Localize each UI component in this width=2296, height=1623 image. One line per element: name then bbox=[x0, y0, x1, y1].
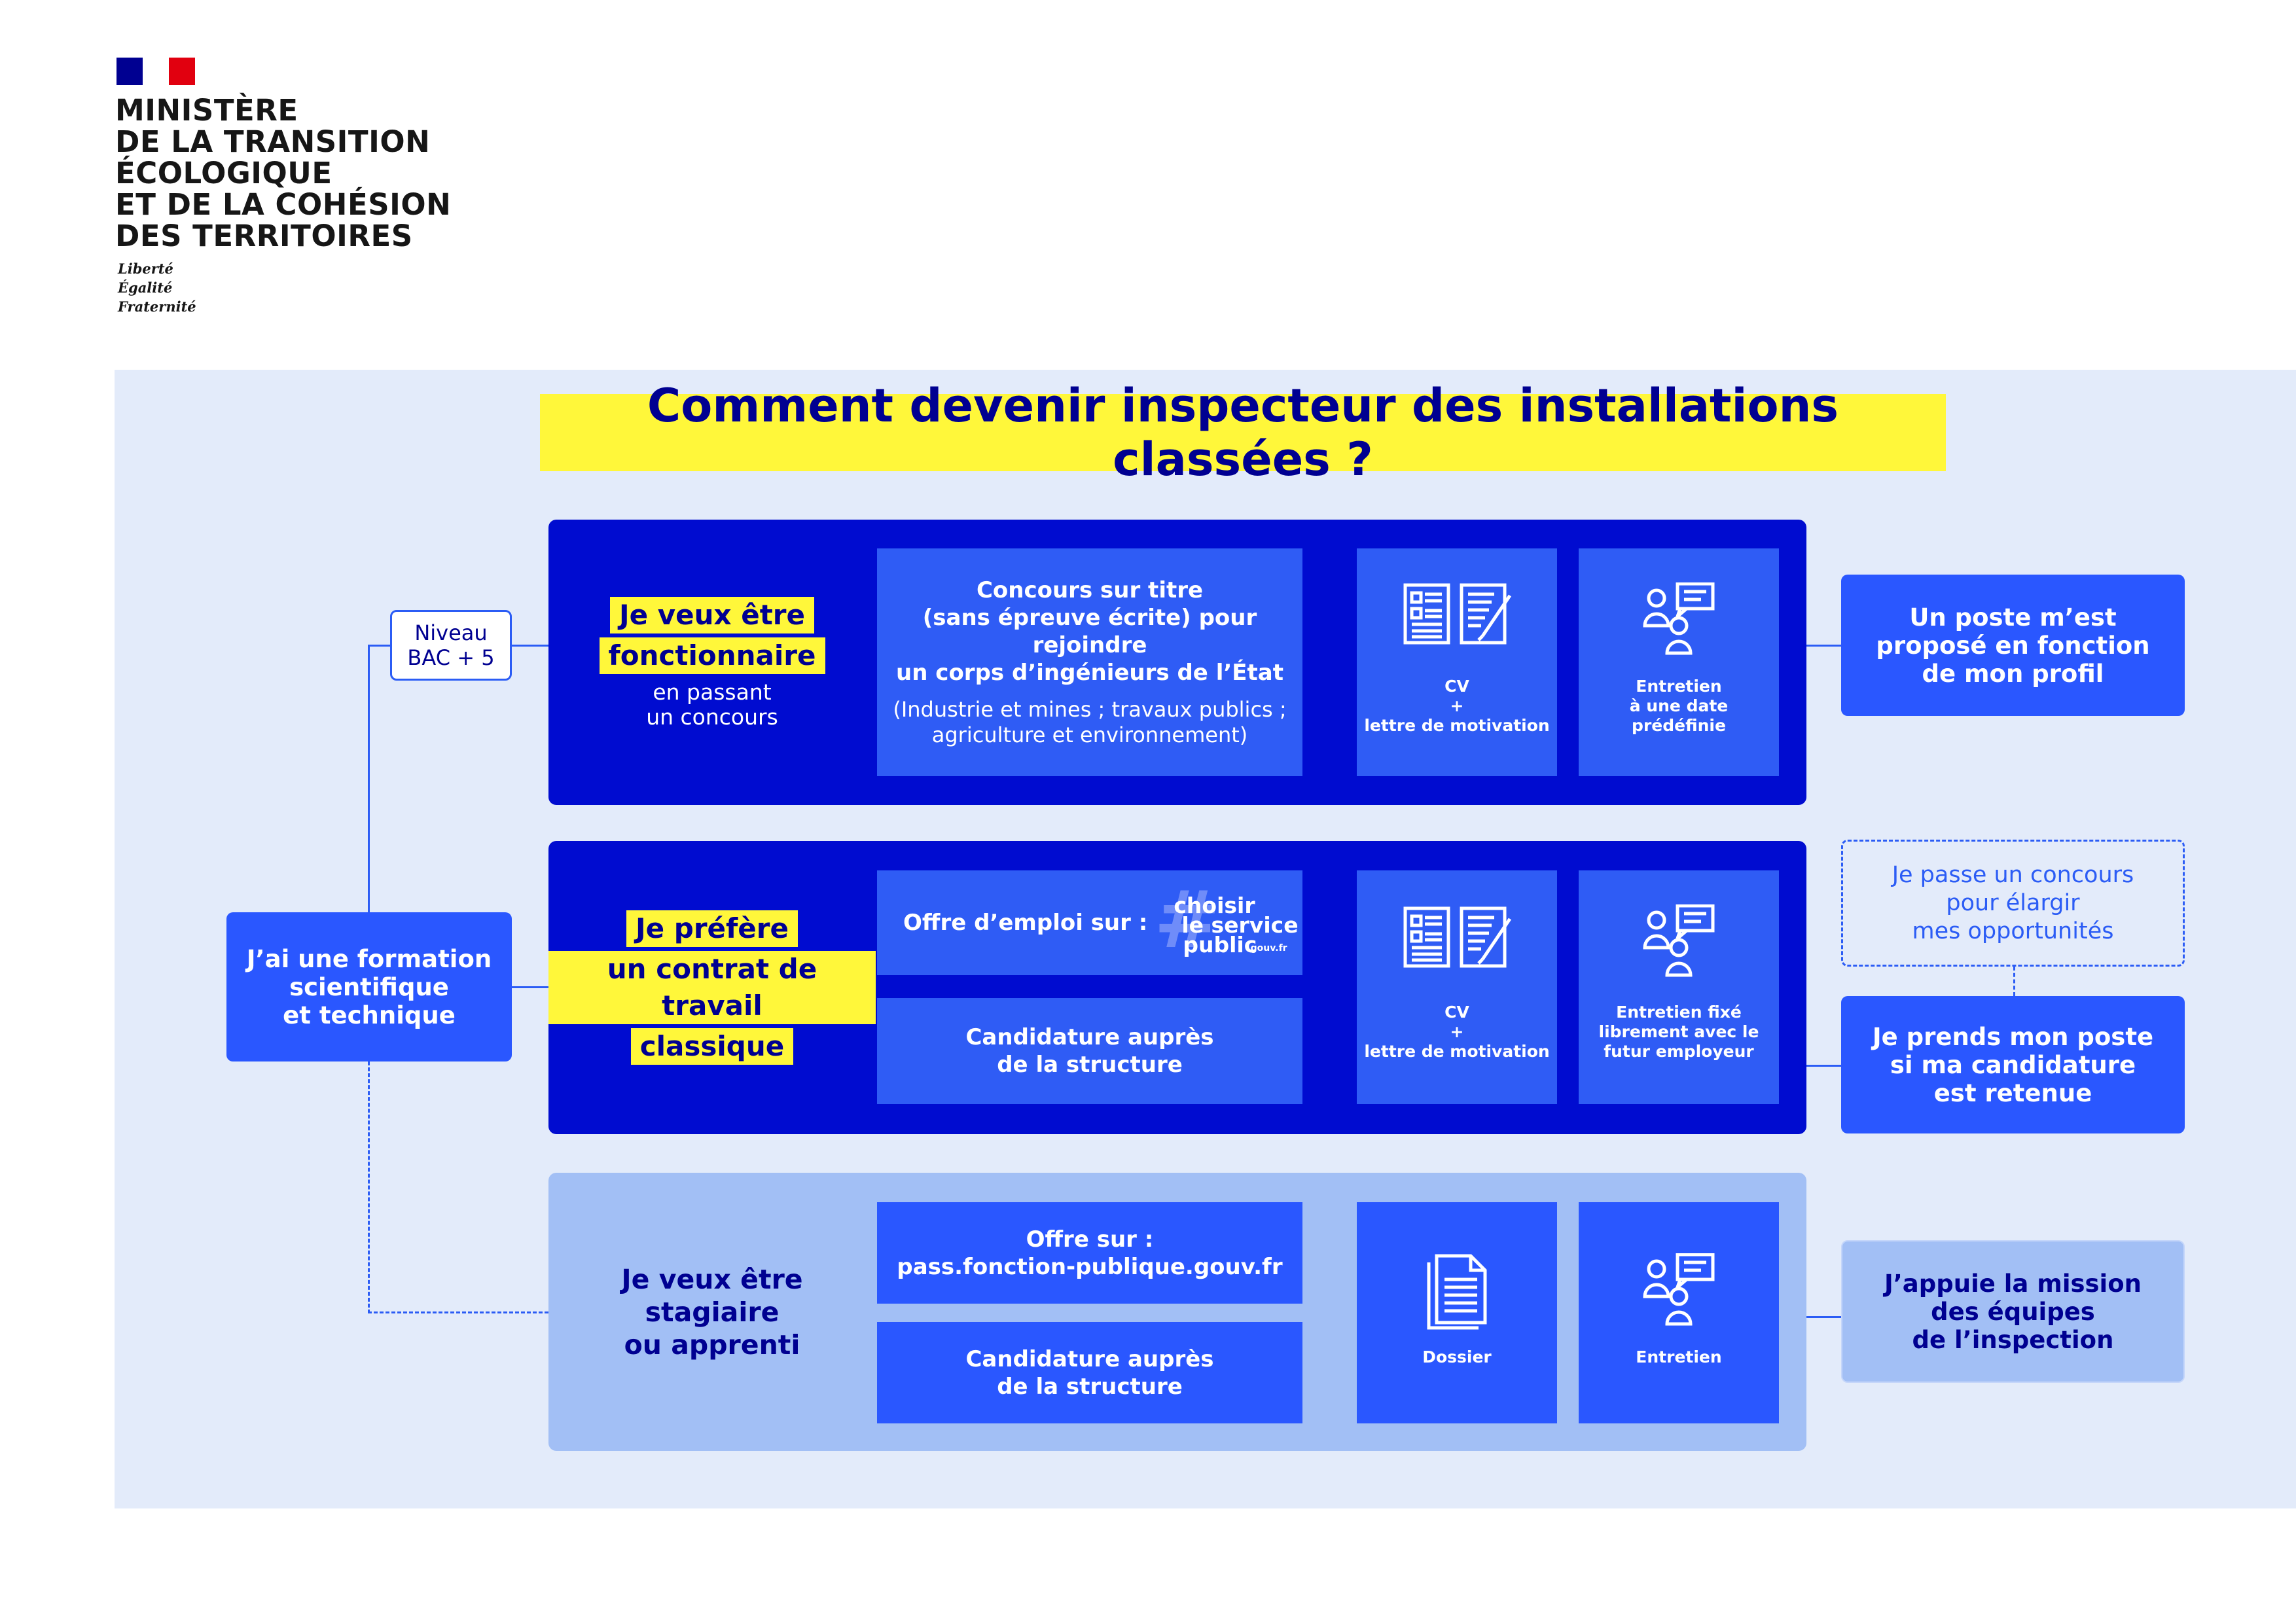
dashed-connector bbox=[368, 1061, 370, 1313]
choisir-le-service-public-logo: # choisir le service public .gouv.fr bbox=[1154, 875, 1299, 966]
candidature-box: Candidature auprès de la structure bbox=[877, 1322, 1302, 1423]
cv-box: CV + lettre de motivation bbox=[1357, 548, 1557, 776]
entretien-label: Entretien fixé librement avec le futur e… bbox=[1598, 1003, 1759, 1061]
ministry-name: MINISTÈRE DE LA TRANSITION ÉCOLOGIQUE ET… bbox=[115, 95, 456, 252]
offre-pass-box: Offre sur : pass.fonction-publique.gouv.… bbox=[877, 1202, 1302, 1304]
ministry-line: MINISTÈRE bbox=[115, 93, 298, 128]
contrat-label: Je préfère un contrat de travail classiq… bbox=[548, 841, 876, 1134]
connector-line bbox=[368, 645, 370, 912]
cv-label: CV + lettre de motivation bbox=[1364, 1003, 1550, 1061]
concours-box: Concours sur titre (sans épreuve écrite)… bbox=[877, 548, 1302, 776]
concours-option-node: Je passe un concours pour élargir mes op… bbox=[1841, 840, 2185, 967]
entretien-label: Entretien bbox=[1636, 1347, 1722, 1366]
entretien-label: Entretien à une date prédéfinie bbox=[1629, 677, 1729, 735]
prends-poste-node: Je prends mon poste si ma candidature es… bbox=[1841, 996, 2185, 1133]
ministry-line: ET DE LA COHÉSION bbox=[115, 187, 452, 222]
republic-motto: Liberté Égalité Fraternité bbox=[118, 260, 196, 315]
entretien-box: Entretien fixé librement avec le futur e… bbox=[1579, 870, 1779, 1104]
connector-line bbox=[512, 986, 548, 988]
appuie-mission-node: J’appuie la mission des équipes de l’ins… bbox=[1841, 1240, 2185, 1383]
document-icon bbox=[1403, 582, 1514, 645]
people-chat-icon bbox=[1642, 1253, 1715, 1327]
entretien-box: Entretien bbox=[1579, 1202, 1779, 1423]
connector-line bbox=[512, 645, 548, 647]
ministry-line: ÉCOLOGIQUE bbox=[115, 156, 332, 190]
candidature-box: Candidature auprès de la structure bbox=[877, 998, 1302, 1104]
dossier-box: Dossier bbox=[1357, 1202, 1557, 1423]
entretien-box: Entretien à une date prédéfinie bbox=[1579, 548, 1779, 776]
connector-line bbox=[368, 645, 390, 647]
offre-emploi-box: Offre d’emploi sur : # choisir le servic… bbox=[877, 870, 1302, 975]
connector-line bbox=[1806, 645, 1841, 647]
people-chat-icon bbox=[1642, 904, 1715, 978]
document-icon bbox=[1403, 906, 1514, 969]
dashed-connector bbox=[2013, 967, 2015, 996]
stagiaire-label: Je veux être stagiaire ou apprenti bbox=[621, 1263, 803, 1361]
ministry-line: DE LA TRANSITION bbox=[115, 124, 431, 159]
ministry-line: DES TERRITOIRES bbox=[115, 219, 413, 253]
connector-line bbox=[1806, 1316, 1841, 1318]
connector-line bbox=[1806, 1065, 1841, 1067]
cv-label: CV + lettre de motivation bbox=[1364, 677, 1550, 735]
dossier-icon bbox=[1426, 1253, 1489, 1330]
marianne-flag-logo bbox=[117, 58, 195, 85]
page-title: Comment devenir inspecteur des installat… bbox=[540, 379, 1946, 486]
cv-box: CV + lettre de motivation bbox=[1357, 870, 1557, 1104]
people-chat-icon bbox=[1642, 582, 1715, 656]
offre-emploi-label: Offre d’emploi sur : bbox=[903, 910, 1148, 936]
dossier-label: Dossier bbox=[1422, 1347, 1492, 1366]
formation-node: J’ai une formation scientifique et techn… bbox=[226, 912, 512, 1061]
niveau-badge: Niveau BAC + 5 bbox=[390, 610, 512, 681]
poste-propose-node: Un poste m’est proposé en fonction de mo… bbox=[1841, 575, 2185, 716]
dashed-connector bbox=[368, 1311, 548, 1313]
fonctionnaire-label: Je veux être fonctionnaire en passant un… bbox=[548, 520, 876, 805]
